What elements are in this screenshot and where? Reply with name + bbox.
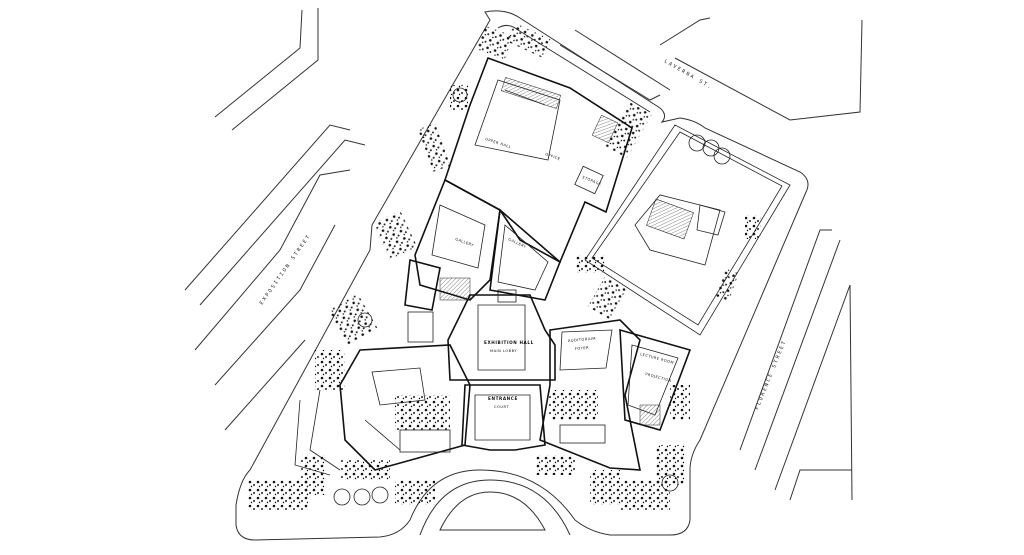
room-label-foyer: FOYER [575,346,589,351]
room-label-gallery-a: GALLERY [455,237,475,248]
garden-court [575,101,791,336]
street-label-left: EXPOSITION STREET [259,233,313,306]
street-label-right: FLORENCE STREET [754,339,788,411]
room-label-storage: STORAGE [582,175,603,187]
room-label-exhibition-hall: EXHIBITION HALL [484,340,534,345]
room-label-court: COURT [494,405,509,409]
room-label-gallery-b: GALLERY [508,237,528,249]
room-label-entrance: ENTRANCE [488,396,518,401]
room-label-projection: PROJECTION [645,372,672,383]
room-label-lecture-room: LECTURE ROOM [640,352,675,365]
room-label-auditorium: AUDITORIUM [568,337,596,343]
room-label-office: OFFICE [545,152,561,161]
room-label-main-lobby: MAIN LOBBY [490,349,517,353]
street-curbs [184,8,863,541]
landscape-planting [248,22,690,510]
main-building [339,56,692,471]
